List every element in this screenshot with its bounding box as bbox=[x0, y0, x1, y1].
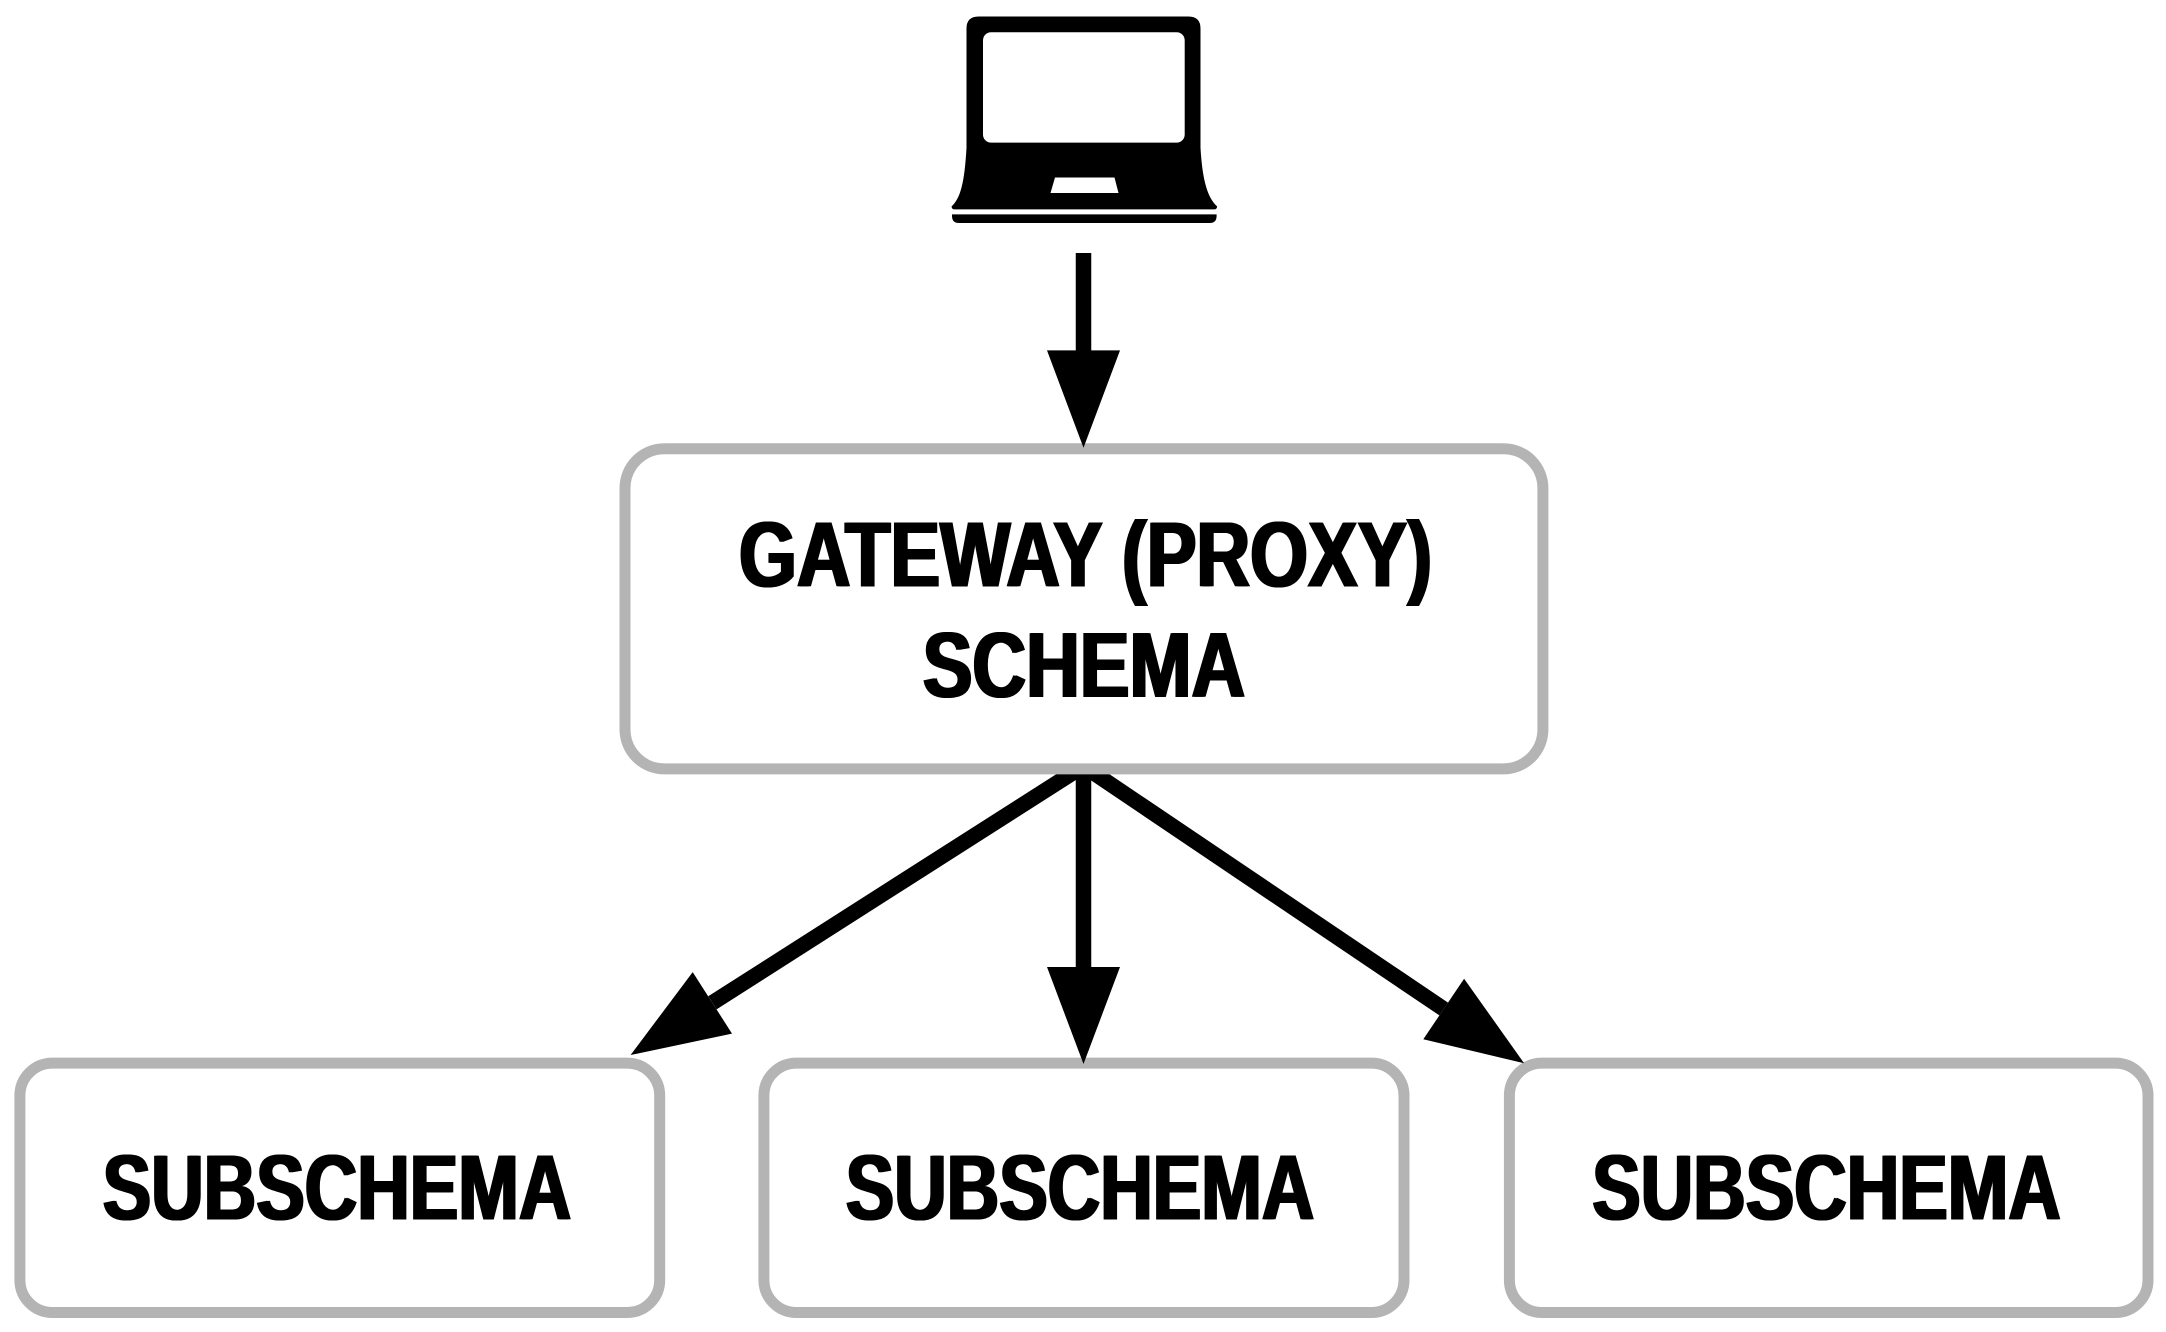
svg-text:SUBSCHEMA: SUBSCHEMA bbox=[101, 1135, 570, 1240]
svg-text:SUBSCHEMA: SUBSCHEMA bbox=[844, 1135, 1313, 1240]
svg-text:SUBSCHEMA: SUBSCHEMA bbox=[1591, 1135, 2060, 1240]
svg-text:SUBSCHEMA: SUBSCHEMA bbox=[846, 1135, 1315, 1240]
svg-text:SCHEMA: SCHEMA bbox=[924, 613, 1246, 717]
svg-text:SUBSCHEMA: SUBSCHEMA bbox=[104, 1135, 573, 1240]
svg-text:SUBSCHEMA: SUBSCHEMA bbox=[1594, 1135, 2063, 1240]
svg-text:GATEWAY (PROXY): GATEWAY (PROXY) bbox=[740, 502, 1433, 606]
svg-text:SCHEMA: SCHEMA bbox=[921, 613, 1243, 717]
svg-text:SUBSCHEMA: SUBSCHEMA bbox=[103, 1135, 572, 1240]
svg-text:GATEWAY (PROXY): GATEWAY (PROXY) bbox=[739, 502, 1432, 606]
svg-text:SUBSCHEMA: SUBSCHEMA bbox=[847, 1135, 1316, 1240]
svg-text:SCHEMA: SCHEMA bbox=[923, 613, 1245, 717]
svg-text:GATEWAY (PROXY): GATEWAY (PROXY) bbox=[737, 502, 1430, 606]
svg-text:SUBSCHEMA: SUBSCHEMA bbox=[1592, 1135, 2061, 1240]
